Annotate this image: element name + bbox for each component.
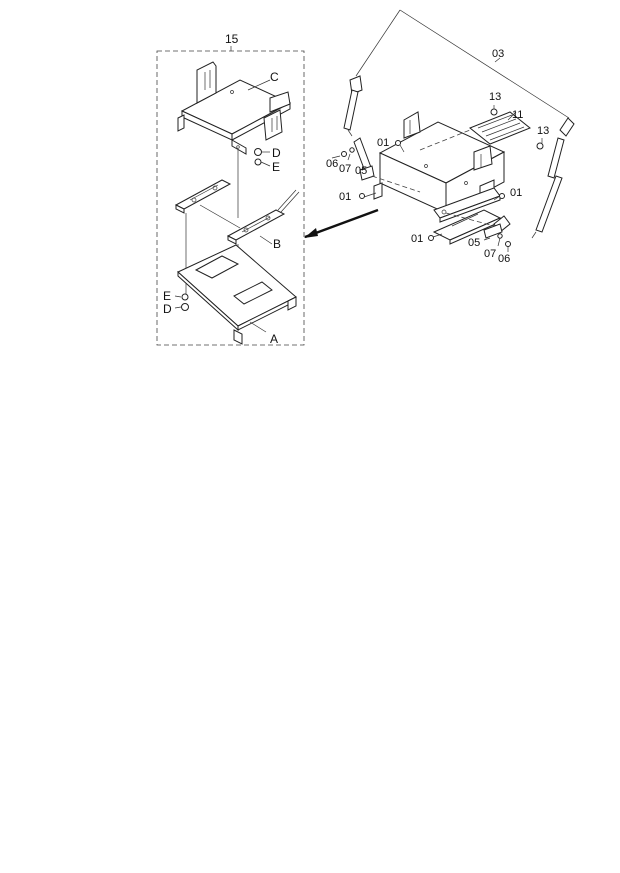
- label-06-right: 06: [498, 253, 510, 265]
- label-01-d: 01: [411, 233, 423, 245]
- main-radio-housing: [373, 111, 506, 223]
- part-b-slide-rails: B: [174, 179, 300, 251]
- assembly-15-group: 15: [156, 32, 305, 346]
- left-bracket-fasteners: 06 07 05: [326, 137, 375, 181]
- fasteners-d-e-bottom: E D: [163, 289, 189, 316]
- right-bracket-fasteners: 05 07 06: [468, 215, 511, 265]
- label-e-bottom: E: [163, 289, 171, 303]
- label-d-top: D: [272, 146, 281, 160]
- fasteners-d-e-top: D E: [254, 146, 281, 174]
- label-d-bottom: D: [163, 302, 172, 316]
- label-03: 03: [492, 48, 504, 60]
- label-05-right: 05: [468, 237, 480, 249]
- part-a-base-plate: A: [177, 244, 297, 346]
- label-07-left: 07: [339, 163, 351, 175]
- label-e-top: E: [272, 160, 280, 174]
- label-b: B: [273, 237, 281, 251]
- part-11-cover-panel: 11: [469, 109, 531, 145]
- label-05-left: 05: [355, 165, 367, 177]
- label-01-b: 01: [339, 191, 351, 203]
- label-01-a: 01: [377, 137, 389, 149]
- label-15: 15: [225, 32, 239, 46]
- part-c-upper-bracket: C: [177, 61, 292, 155]
- label-13-right: 13: [537, 125, 549, 137]
- bolts-13: 13 13: [489, 91, 549, 150]
- label-a: A: [270, 332, 278, 346]
- bolts-01: 01 01 01 01: [339, 137, 522, 245]
- label-06-left: 06: [326, 158, 338, 170]
- label-c: C: [270, 70, 279, 84]
- label-07-right: 07: [484, 248, 496, 260]
- label-01-c: 01: [510, 187, 522, 199]
- part-03-support-rod: 03: [343, 9, 575, 239]
- assembly-15-dashed-frame: [156, 50, 305, 346]
- label-11: 11: [512, 109, 523, 121]
- assembly-link-arrow: [304, 208, 379, 239]
- label-13-left: 13: [489, 91, 501, 103]
